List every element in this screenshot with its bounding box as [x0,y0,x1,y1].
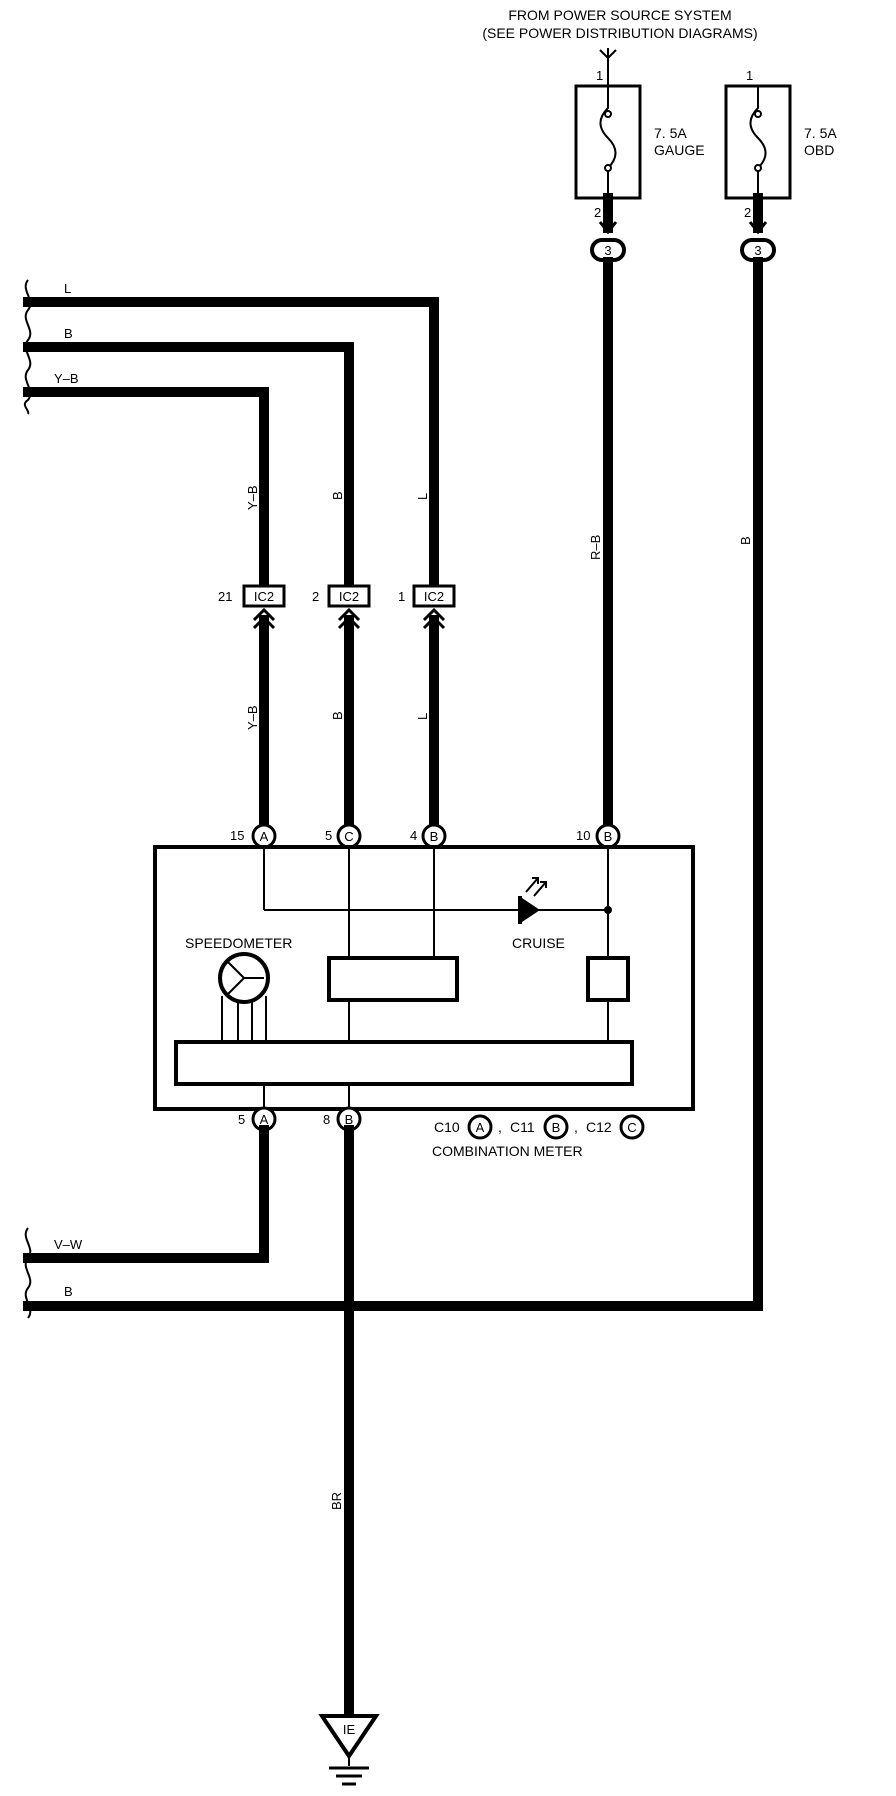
junction-obd-label: 3 [754,243,761,258]
meter-pin-5c-num: 5 [325,828,332,843]
wire-b-label-upper: B [330,491,345,500]
wire-rb-label: R–B [588,535,603,560]
fuse-obd-pin-in: 1 [746,68,753,83]
meter-pin-8b-bottom-conn: B [345,1112,354,1127]
legend-c10: C10 [434,1119,460,1135]
fuse-gauge-pin-in: 1 [596,68,603,83]
wire-br: BR [329,1125,354,1721]
fuse-gauge-name: GAUGE [654,142,705,158]
legend-c11: C11 [510,1119,535,1135]
wire-b: B B B [23,326,354,835]
connector-ic2-c-pin: 1 [398,589,405,604]
meter-pin-5a-bottom-conn: A [260,1112,269,1127]
meter-cruise-driver [586,956,630,1002]
wire-vw: V–W [23,1125,269,1263]
speedometer-icon [218,952,270,1042]
meter-pin-5a-bottom: 5 A [238,1106,277,1132]
wire-l: L L L [23,281,439,835]
connector-ic2-a-pin: 21 [218,589,232,604]
wire-br-label: BR [329,1492,344,1510]
wire-l-label-upper: L [415,493,430,500]
power-source-subtitle: (SEE POWER DISTRIBUTION DIAGRAMS) [482,25,757,41]
wire-l-label-left: L [64,281,71,296]
legend-comma-2: , [574,1119,578,1135]
fuse-obd-pin-out: 2 [744,205,751,220]
fuse-obd: 1 7. 5A OBD 2 [724,68,837,235]
ground-label: IE [343,1722,356,1737]
meter-pin-10b: 10 B [576,823,621,849]
meter-pin-10b-num: 10 [576,828,590,843]
fuse-obd-name: OBD [804,142,834,158]
meter-pin-4b: 4 B [410,823,447,849]
fuse-obd-rating: 7. 5A [804,125,837,141]
cruise-led-icon [518,877,547,924]
meter-title: COMBINATION METER [432,1143,583,1159]
meter-pin-8b-bottom: 8 B [323,1106,362,1132]
wire-b-label-left: B [64,326,73,341]
connector-ic2-b-label: IC2 [339,589,359,604]
meter-pin-15a-conn: A [260,829,269,844]
meter-pin-4b-num: 4 [410,828,417,843]
meter-main-circuit [174,1040,634,1086]
fuse-gauge-rating: 7. 5A [654,125,687,141]
wire-yb-label-left: Y–B [54,371,79,386]
connector-ic2-a-label: IC2 [254,589,274,604]
connector-ic2-b: 2 IC2 [312,584,371,630]
legend-c11-conn: B [552,1120,561,1135]
wire-rb: R–B [588,257,613,835]
wire-b-obd-label: B [738,536,753,545]
legend-comma-1: , [498,1119,502,1135]
connector-ic2-c: 1 IC2 [398,584,456,630]
connector-ic2-c-label: IC2 [424,589,444,604]
wire-b-obd: B B [23,257,763,1311]
power-source-title: FROM POWER SOURCE SYSTEM [508,7,731,23]
fuse-gauge-pin-out: 2 [594,205,601,220]
wire-l-label-lower: L [415,713,430,720]
junction-gauge-label: 3 [604,243,611,258]
meter-pin-5a-bottom-num: 5 [238,1112,245,1127]
connector-ic2-a: 21 IC2 [218,584,286,630]
cut-mark-top [23,279,32,415]
wire-b-label-lower: B [330,711,345,720]
wire-yb-label-lower: Y–B [245,705,260,730]
legend-c10-conn: A [476,1120,485,1135]
meter-pin-5c-conn: C [344,829,353,844]
combination-meter: CRUISE SPEEDOMETER [153,845,695,1111]
wire-yb-label-upper: Y–B [245,485,260,510]
legend-c12-conn: C [627,1120,636,1135]
speedometer-label: SPEEDOMETER [185,935,292,951]
fuse-gauge: 1 7. 5A GAUGE 2 [574,68,705,235]
meter-pin-8b-bottom-num: 8 [323,1112,330,1127]
cruise-label: CRUISE [512,935,565,951]
ground-ie-icon: IE [318,1714,380,1786]
legend-c12: C12 [586,1119,612,1135]
meter-pin-10b-conn: B [604,829,613,844]
wire-yb: Y–B Y–B Y–B [23,371,269,835]
meter-pin-15a: 15 A [230,823,277,849]
meter-connector-legend: C10 A , C11 B , C12 C COMBINATION METER [432,1114,645,1159]
meter-ic-block [327,956,459,1002]
wire-vw-label: V–W [54,1237,83,1252]
meter-pin-5c: 5 C [325,823,362,849]
meter-pin-4b-conn: B [430,829,439,844]
connector-ic2-b-pin: 2 [312,589,319,604]
meter-pin-15a-num: 15 [230,828,244,843]
wire-b-bottom-label: B [64,1284,73,1299]
